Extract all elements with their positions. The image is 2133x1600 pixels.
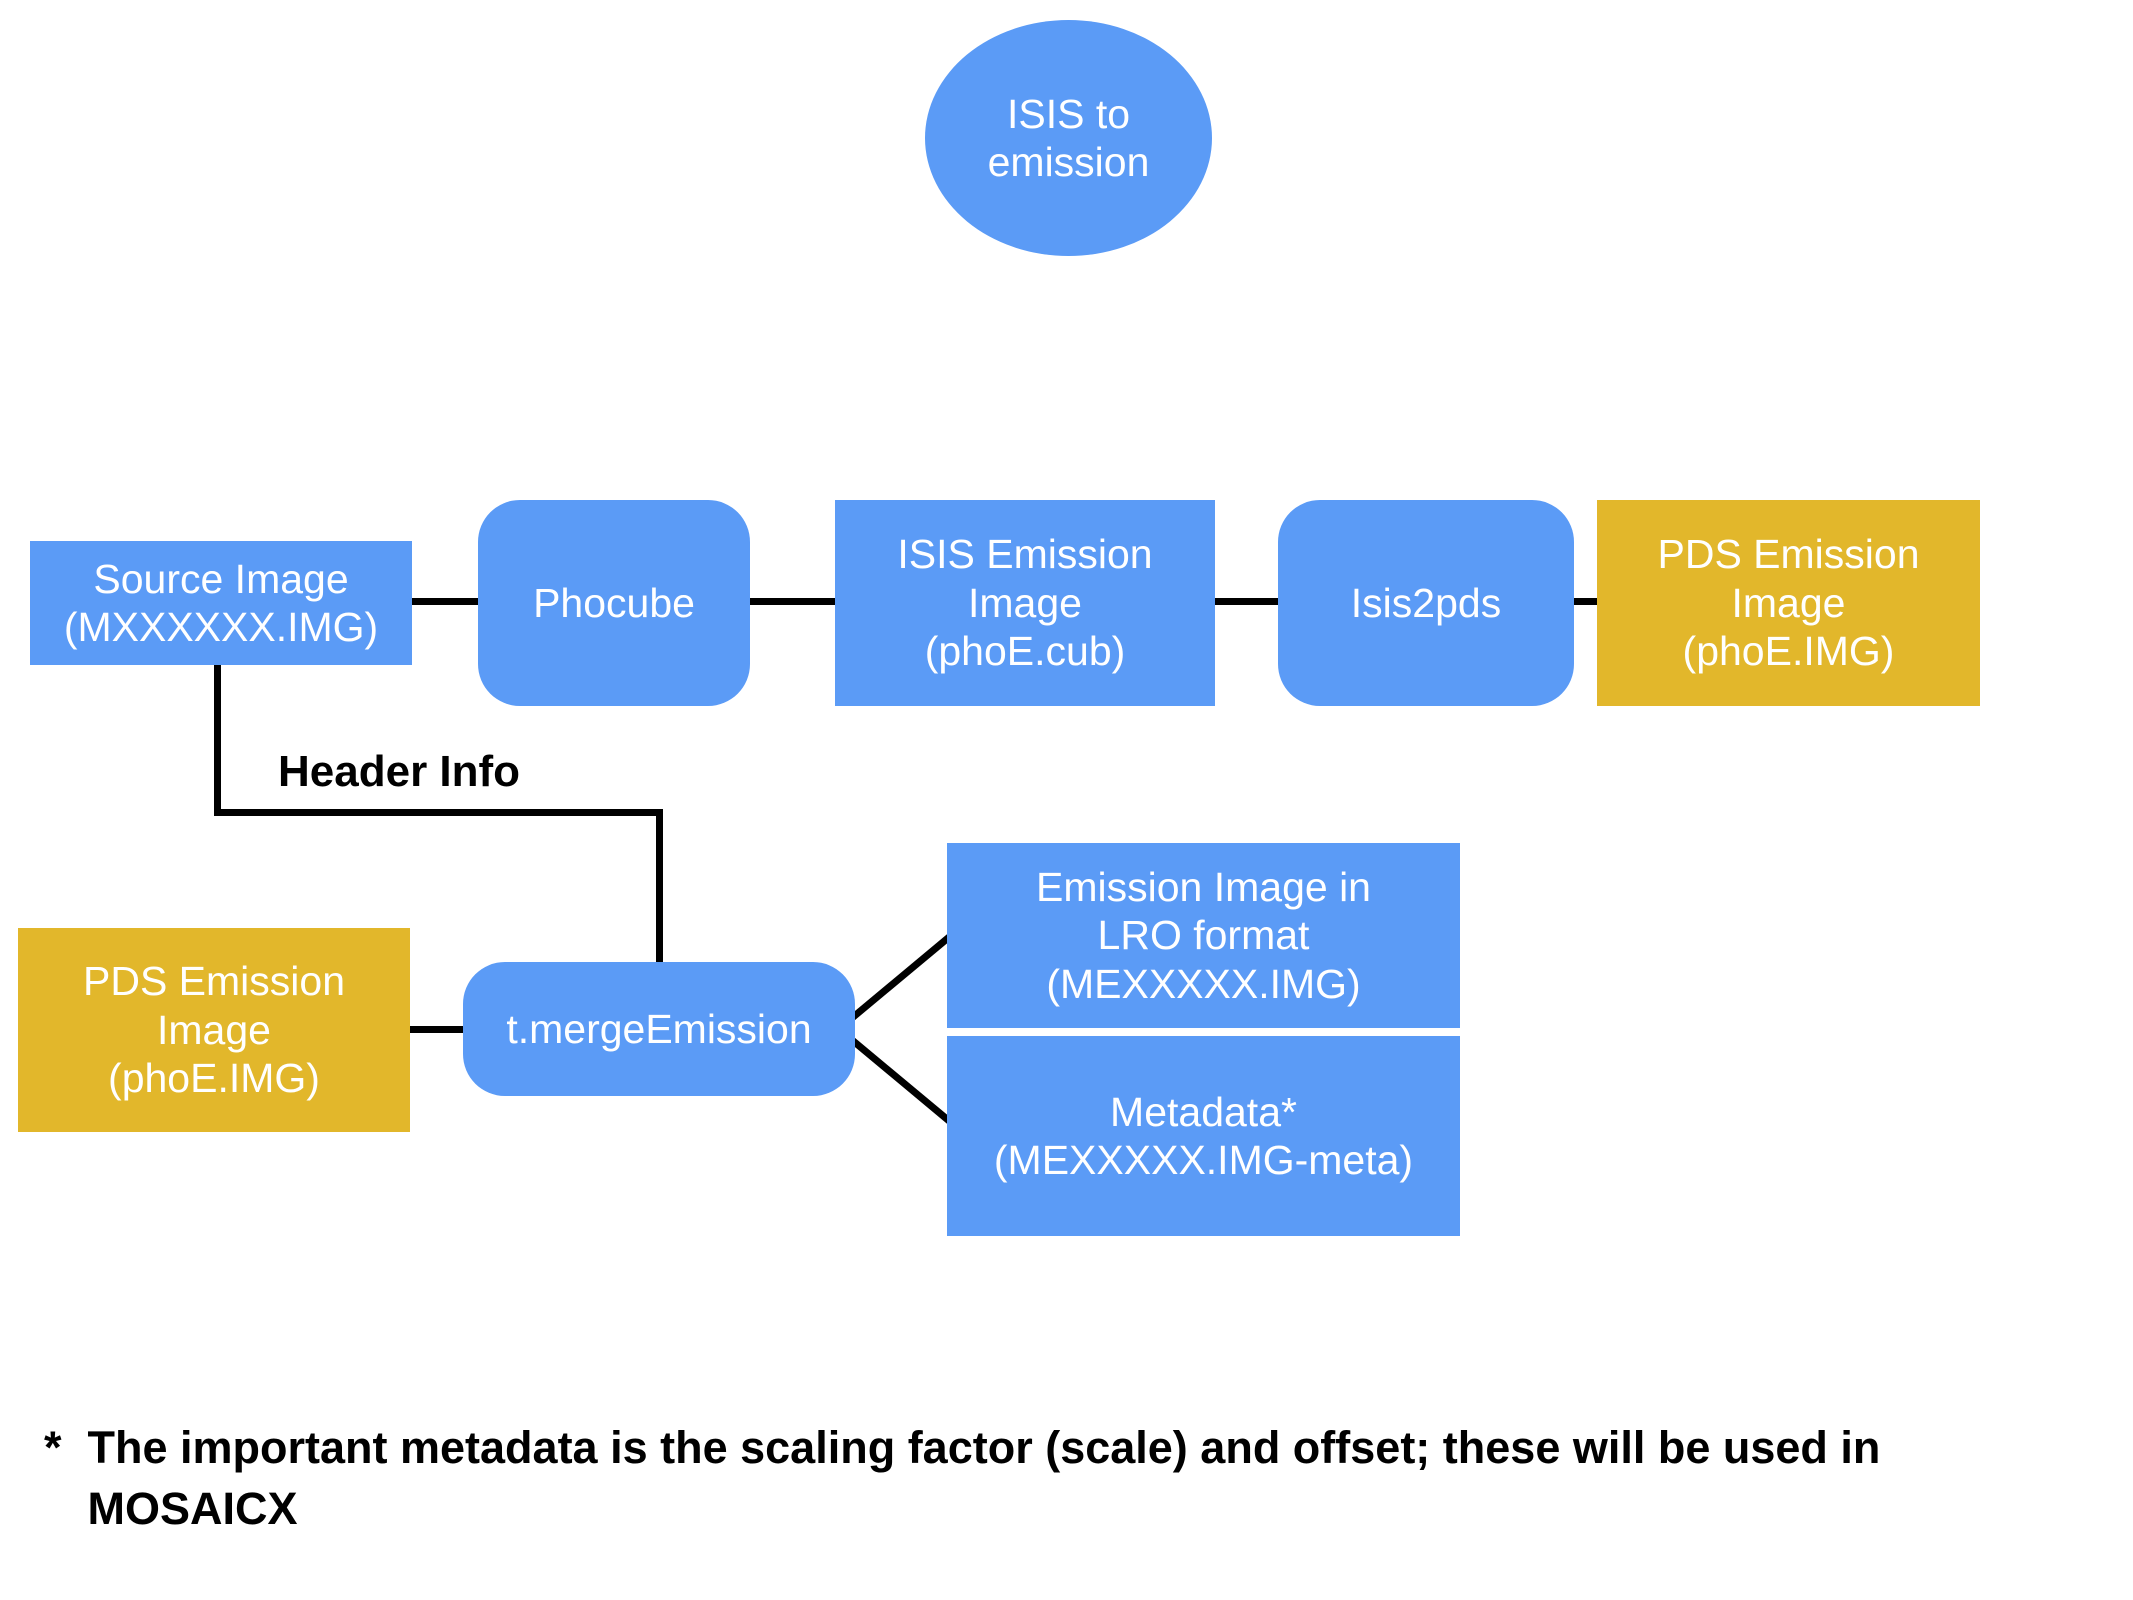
node-emission-image-lro-format: Emission Image in LRO format (MEXXXXX.IM… — [947, 843, 1460, 1028]
node-phocube: Phocube — [478, 500, 750, 706]
node-metadata: Metadata* (MEXXXXX.IMG-meta) — [947, 1036, 1460, 1236]
edge-isis2pds-to-pds-emission-image — [1568, 598, 1604, 605]
node-merge-emission-label: t.mergeEmission — [506, 1005, 812, 1052]
edge-isis-emission-image-to-isis2pds — [1210, 598, 1286, 605]
node-isis2pds: Isis2pds — [1278, 500, 1574, 706]
node-isis-to-emission: ISIS to emission — [925, 20, 1212, 256]
node-metadata-label: Metadata* (MEXXXXX.IMG-meta) — [993, 1088, 1414, 1183]
node-source-image-label: Source Image (MXXXXXX.IMG) — [63, 555, 379, 650]
edge-phocube-to-isis-emission-image — [744, 598, 842, 605]
footnote: * The important metadata is the scaling … — [44, 1418, 2084, 1540]
edge-header-info-to-merge-emission — [656, 809, 663, 969]
node-pds-emission-image-top: PDS Emission Image (phoE.IMG) — [1597, 500, 1980, 706]
edge-source-image-to-phocube — [408, 598, 486, 605]
node-pds-emission-image-bottom-label: PDS Emission Image (phoE.IMG) — [82, 958, 345, 1102]
edge-header-info-horizontal — [214, 809, 663, 816]
node-pds-emission-image-bottom: PDS Emission Image (phoE.IMG) — [18, 928, 410, 1132]
node-source-image: Source Image (MXXXXXX.IMG) — [30, 541, 412, 665]
node-merge-emission: t.mergeEmission — [463, 962, 855, 1096]
footnote-marker: * — [44, 1422, 62, 1473]
node-pds-emission-image-top-label: PDS Emission Image (phoE.IMG) — [1657, 531, 1920, 675]
edge-merge-emission-to-metadata — [837, 1027, 963, 1133]
edge-label-header-info: Header Info — [278, 747, 521, 796]
node-emission-image-lro-format-label: Emission Image in LRO format (MEXXXXX.IM… — [1036, 863, 1371, 1007]
edge-merge-emission-to-emission-lro — [837, 925, 963, 1031]
edge-pds-emission-image-to-merge-emission — [404, 1026, 472, 1033]
edge-header-info-vertical — [214, 660, 221, 816]
node-isis2pds-label: Isis2pds — [1350, 579, 1502, 626]
footnote-text: The important metadata is the scaling fa… — [87, 1422, 1881, 1534]
node-isis-emission-image-label: ISIS Emission Image (phoE.cub) — [897, 531, 1153, 675]
node-isis-to-emission-label: ISIS to emission — [987, 90, 1150, 185]
node-phocube-label: Phocube — [533, 579, 695, 626]
node-isis-emission-image: ISIS Emission Image (phoE.cub) — [835, 500, 1215, 706]
